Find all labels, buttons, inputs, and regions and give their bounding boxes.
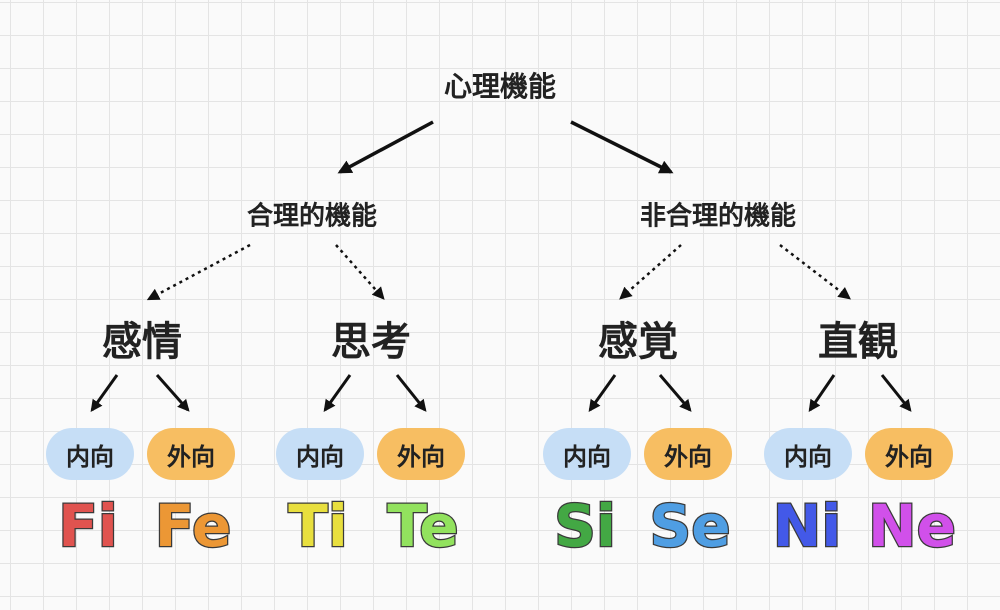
function-feeling: 感情: [102, 319, 182, 365]
code-te: Te: [387, 492, 458, 560]
arrow-sensing-ex: [658, 374, 692, 412]
arrow-intuition-ex: [880, 374, 912, 412]
category-irrational: 非合理的機能: [639, 201, 797, 232]
code-ne: Ne: [868, 492, 956, 560]
code-fi: Fi: [58, 492, 118, 560]
pill-introvert: 内向: [276, 428, 364, 480]
function-thinking: 思考: [331, 319, 411, 365]
arrow-rational-to-thinking: [335, 244, 385, 300]
arrow-feeling-in: [90, 374, 119, 412]
arrow-feeling-ex: [155, 374, 190, 412]
code-se: Se: [649, 492, 730, 560]
code-ni: Ni: [773, 492, 841, 560]
pill-introvert: 内向: [543, 428, 631, 480]
root-label: 心理機能: [443, 70, 557, 103]
arrow-thinking-ex: [395, 374, 427, 412]
arrow-root-to-irrational: [570, 120, 674, 174]
category-rational: 合理的機能: [246, 201, 378, 232]
arrow-root-to-rational: [337, 120, 434, 174]
arrow-irrational-to-intuition: [779, 244, 851, 300]
pill-introvert: 内向: [764, 428, 852, 480]
arrow-rational-to-feeling: [146, 243, 251, 301]
pill-extrovert: 外向: [147, 428, 235, 480]
pill-extrovert: 外向: [865, 428, 953, 480]
pill-extrovert: 外向: [644, 428, 732, 480]
function-sensing: 感覚: [598, 319, 678, 365]
function-intuition: 直観: [818, 319, 898, 365]
code-ti: Ti: [288, 492, 347, 560]
arrow-intuition-in: [808, 374, 836, 412]
code-fe: Fe: [155, 492, 232, 560]
arrow-thinking-in: [323, 374, 352, 412]
pill-extrovert: 外向: [377, 428, 465, 480]
code-si: Si: [554, 492, 616, 560]
pill-introvert: 内向: [46, 428, 134, 480]
arrow-sensing-in: [588, 374, 617, 412]
